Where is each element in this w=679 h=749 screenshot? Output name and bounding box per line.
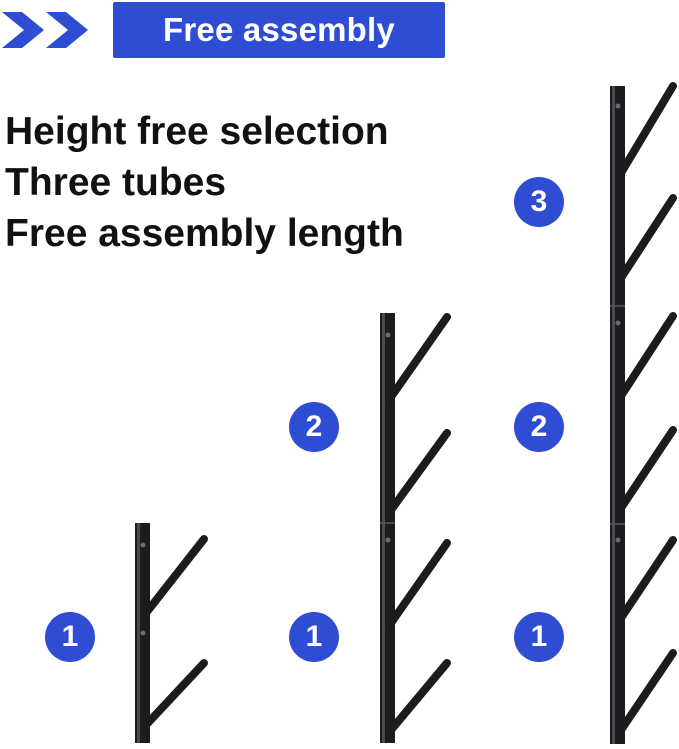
tube-badge-1-middle: 1: [289, 612, 339, 662]
double-chevron-right-icon: [2, 12, 88, 48]
tube-badge-1-right: 1: [514, 612, 564, 662]
rack-two-tubes: [380, 313, 451, 743]
rack-three-tubes: [610, 82, 677, 744]
free-assembly-banner: Free assembly: [113, 2, 445, 58]
banner-label: Free assembly: [163, 11, 395, 48]
feature-height-free-selection: Height free selection: [5, 110, 389, 153]
rack-one-tube: [135, 523, 208, 743]
tube-badge-3-right: 3: [514, 177, 564, 227]
feature-list: Height free selection Three tubes Free a…: [5, 106, 404, 259]
tube-badge-2-middle: 2: [289, 402, 339, 452]
feature-free-assembly-length: Free assembly length: [5, 212, 404, 255]
feature-three-tubes: Three tubes: [5, 161, 227, 204]
tube-badge-1-left: 1: [45, 612, 95, 662]
tube-badge-2-right: 2: [514, 402, 564, 452]
